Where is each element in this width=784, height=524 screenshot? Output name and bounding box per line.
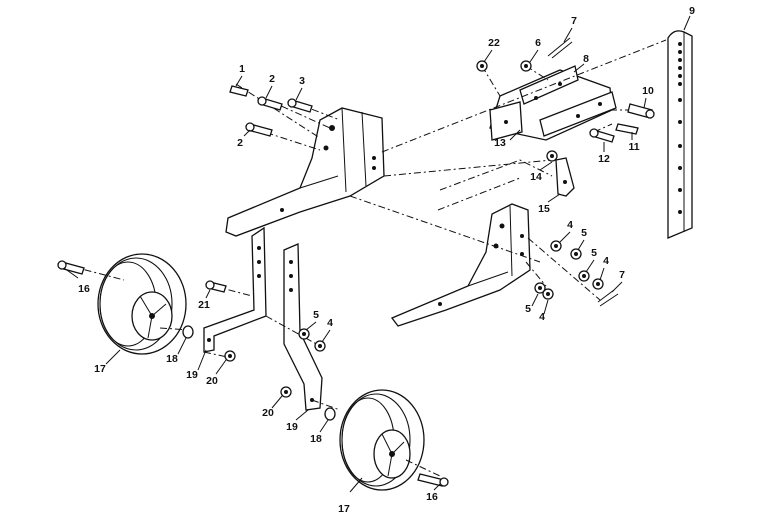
callout-9: 9 <box>689 5 695 17</box>
callout-13: 13 <box>494 137 506 149</box>
callout-4: 4 <box>567 219 573 231</box>
hitch-bracket <box>489 65 617 141</box>
callout-4: 4 <box>327 317 333 329</box>
callout-7: 7 <box>619 269 625 281</box>
callout-5: 5 <box>591 247 597 259</box>
callout-3: 3 <box>299 75 305 87</box>
right-wheel <box>339 389 425 491</box>
callout-20: 20 <box>206 375 218 387</box>
callout-19: 19 <box>186 369 198 381</box>
hardware <box>57 37 655 487</box>
callout-22: 22 <box>488 37 500 49</box>
callout-16: 16 <box>78 283 90 295</box>
callout-5: 5 <box>581 227 587 239</box>
left-wheel <box>97 253 187 355</box>
right-wheel-bracket <box>283 243 323 411</box>
callout-17: 17 <box>94 363 106 375</box>
callout-11: 11 <box>628 141 639 153</box>
callout-5: 5 <box>313 309 319 321</box>
callout-16: 16 <box>426 491 438 503</box>
right-frame <box>390 203 531 327</box>
leader-lines <box>63 15 691 493</box>
callout-10: 10 <box>642 85 654 97</box>
left-wheel-bracket <box>203 226 267 353</box>
callout-12: 12 <box>598 153 610 165</box>
callout-18: 18 <box>166 353 178 365</box>
callout-4: 4 <box>539 311 545 323</box>
callout-21: 21 <box>198 299 210 311</box>
left-frame <box>225 107 385 237</box>
callout-7: 7 <box>571 15 577 27</box>
callout-2: 2 <box>269 73 275 85</box>
callout-2: 2 <box>237 137 243 149</box>
callout-14: 14 <box>530 171 542 183</box>
callout-19: 19 <box>286 421 298 433</box>
callout-4: 4 <box>603 255 609 267</box>
callout-5: 5 <box>525 303 531 315</box>
callout-labels: 1 2 2 3 4 4 4 4 5 5 5 5 6 7 7 8 9 10 11 … <box>78 5 695 515</box>
callout-6: 6 <box>535 37 541 49</box>
callout-17: 17 <box>338 503 350 515</box>
callout-18: 18 <box>310 433 322 445</box>
callout-8: 8 <box>583 53 589 65</box>
depth-bar <box>667 30 693 239</box>
hair-pin-clip <box>555 157 575 197</box>
callout-20: 20 <box>262 407 274 419</box>
callout-1: 1 <box>239 63 245 75</box>
callout-15: 15 <box>538 203 550 215</box>
